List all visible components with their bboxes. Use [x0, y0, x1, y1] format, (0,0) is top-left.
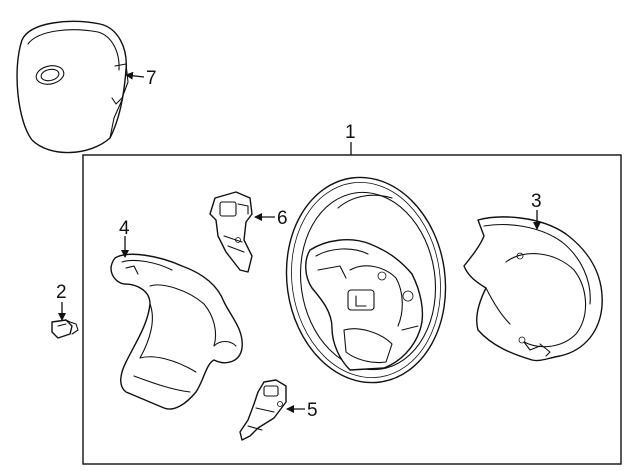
- switch-6-icon: [209, 191, 253, 273]
- screw-icon: [51, 319, 79, 339]
- leader-7: [125, 71, 145, 80]
- callout-7: 7: [146, 68, 157, 89]
- callout-4: 4: [119, 218, 130, 239]
- switch-5-icon: [239, 379, 287, 441]
- assembly-box: [82, 154, 622, 465]
- airbag-module-icon: [16, 20, 129, 154]
- front-bezel-icon: [110, 253, 243, 410]
- callout-5: 5: [307, 400, 318, 421]
- callout-2: 2: [56, 282, 67, 303]
- steering-wheel-icon: [285, 176, 447, 384]
- callout-6: 6: [277, 208, 288, 229]
- callout-1: 1: [345, 122, 356, 143]
- rear-shroud-icon: [463, 216, 603, 362]
- callout-3: 3: [531, 191, 542, 212]
